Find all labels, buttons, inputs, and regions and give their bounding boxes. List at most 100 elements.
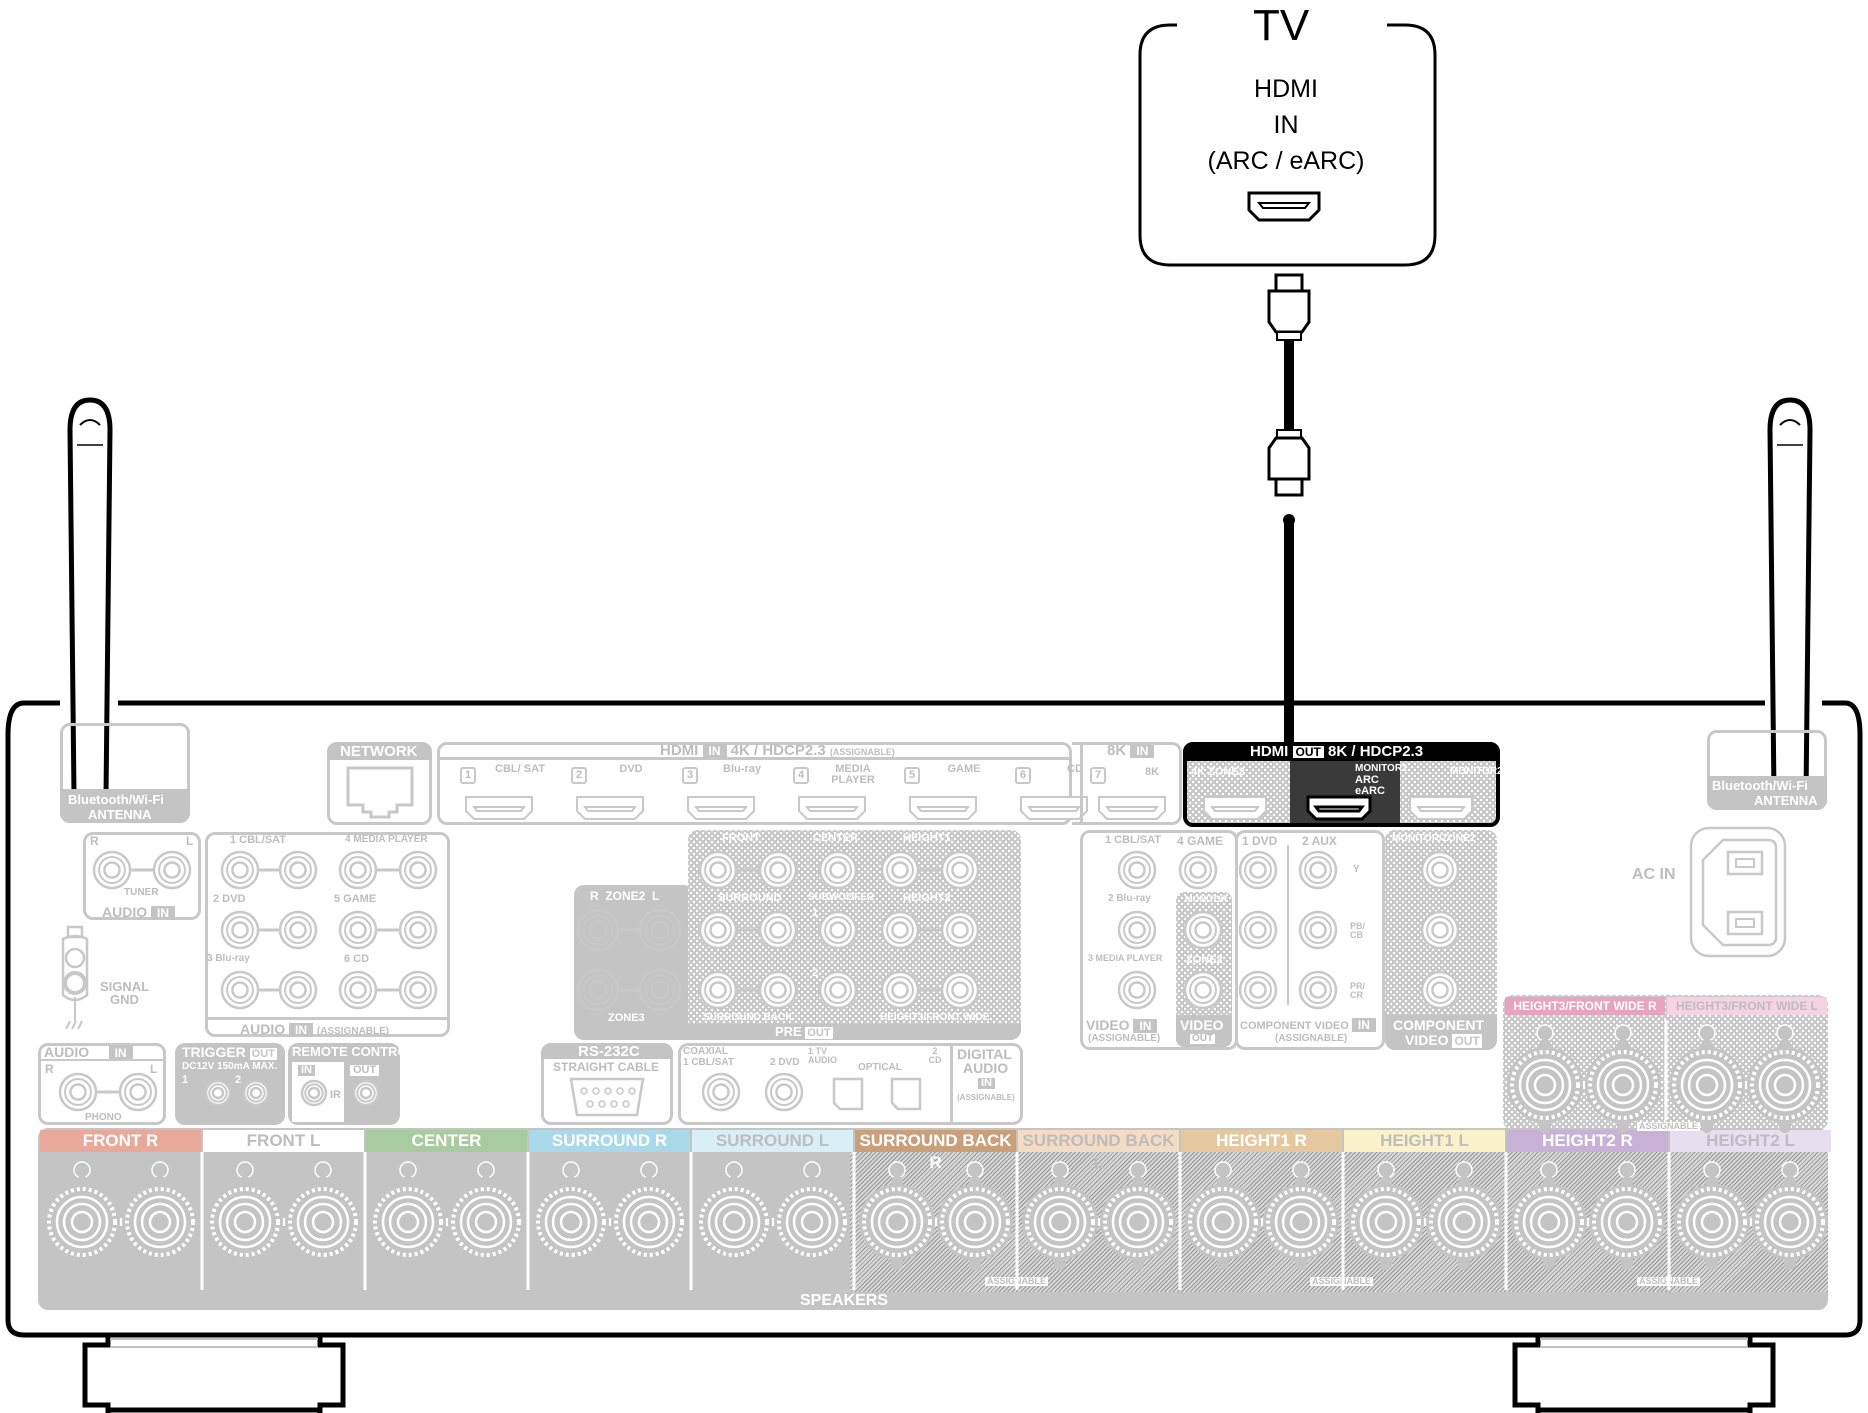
digital-coax-2: 2 DVD [770,1057,800,1068]
component-y: Y [1353,864,1360,875]
hdmi-out-ports[interactable] [1200,795,1490,825]
speaker-label-surround-l: SURROUND L [692,1130,853,1152]
component-in-panel [1235,830,1385,1050]
remote-in: IN [298,1065,315,1076]
component-pb: PB/ CB [1350,921,1366,940]
speaker-label-height2-r: HEIGHT2 R [1507,1130,1668,1152]
audio-in-2: 2 DVD [213,893,246,905]
video-out-tag: OUT [1190,1033,1216,1044]
hdmi-in-port[interactable] [906,795,986,825]
video-in-3: 3 MEDIA PLAYER [1088,953,1163,963]
hdmi-in-port-name: Blu-ray [723,763,761,775]
tuner-audio-in-panel [83,832,201,920]
tv-outline [1138,23,1437,267]
digital-tag: IN [978,1078,995,1089]
video-out-zone2: ZONE2 [1186,954,1223,966]
remote-ir: IR [330,1089,341,1101]
pre-out-surround: SURROUND [718,892,782,904]
tv-port-line-1: HDMI [1254,75,1318,103]
hdmi-in-header: HDMI IN 4K / HDCP2.3 (ASSIGNABLE) [660,742,895,759]
receiver-chassis [5,700,1863,1413]
speaker-label-front-l: FRONT L [203,1130,364,1152]
hdmi-in-port[interactable] [462,795,542,825]
hdmi-in-port-num: 5 [904,767,921,784]
hdmi-8k-port[interactable] [1095,795,1175,825]
video-in-2: 2 Blu-ray [1108,893,1151,904]
hdmi-in-port[interactable] [795,795,875,825]
tuner-r: R [90,834,99,848]
speaker-label-height3-l: HEIGHT3/FRONT WIDE L [1667,997,1827,1015]
phono-header: AUDIO IN [44,1045,133,1060]
pre-out-surround-back: SURROUND BACK [703,1012,793,1023]
hdmi-in-port-name: CBL/ SAT [495,763,545,775]
speaker-label-front-r: FRONT R [40,1130,201,1152]
hdmi-in-port-name: MEDIA PLAYER [831,763,875,786]
audio-in-1: 1 CBL/SAT [230,834,287,846]
hdmi-in-port-name: DVD [619,763,643,775]
pre-out-height2: HEIGHT2 [903,892,951,904]
component-in-footer: COMPONENT VIDEO IN [1240,1018,1376,1032]
phono-l: L [150,1062,158,1076]
signal-gnd-label-1: SIGNAL [100,979,150,994]
component-in-note: (ASSIGNABLE) [1275,1033,1348,1044]
audio-in-4: 4 MEDIA PLAYER [345,834,428,845]
trigger-header: TRIGGER OUT [182,1044,277,1060]
hdmi-in-port-num: 4 [793,767,810,784]
trigger-spec: DC12V 150mA MAX. [182,1061,278,1072]
component-out-header: MONITOR/ZONE2 [1392,833,1476,844]
speaker-label-height1-r: HEIGHT1 R [1181,1130,1342,1152]
audio-in-assignable-panel [205,832,450,1037]
hdmi-in-port-num: 3 [682,767,699,784]
antenna-left [67,397,113,796]
signal-gnd-label-2: GND [110,992,139,1007]
speaker-label-surround-back-l: SURROUND BACK L [1018,1130,1179,1172]
component-pr: PR/ CR [1350,981,1366,1000]
tuner-name: TUNER [124,887,159,898]
audio-in-footer: AUDIO IN (ASSIGNABLE) [240,1021,390,1037]
antenna-right-label-2: ANTENNA [1754,793,1818,808]
speaker-label-surround-back-r: SURROUND BACK R [855,1130,1016,1172]
optical-ports[interactable] [830,1075,930,1115]
pre-out-front: FRONT [722,832,760,844]
zone2-label: R ZONE2 L [590,889,660,903]
digital-optical: OPTICAL [858,1062,902,1073]
hdmi-in-port[interactable] [684,795,764,825]
pre-out-panel [688,830,1021,1035]
component-in-1: 1 DVD [1242,834,1278,848]
ac-inlet-icon[interactable] [1688,825,1788,960]
audio-in-5: 5 GAME [334,893,377,905]
component-out-footer-1: COMPONENT [1393,1017,1484,1033]
ethernet-jack-icon [346,766,414,819]
digital-header-1: DIGITAL [957,1046,1012,1062]
pre-out-footer: PRE OUT [775,1024,833,1039]
hdmi-8k-header: 8K IN [1107,743,1155,758]
hdmi-cable-icon[interactable] [1255,270,1335,830]
video-out-footer: VIDEO [1180,1017,1224,1033]
signal-gnd-terminal[interactable] [55,925,95,1035]
pre-out-center: CENTER [813,832,859,844]
speaker-label-center: CENTER [366,1130,527,1152]
hdmi-in-panel [437,742,1072,825]
assignable-tag-1: ASSIGNABLE [985,1276,1049,1286]
video-in-4: 4 GAME [1177,834,1224,848]
video-in-note: (ASSIGNABLE) [1088,1033,1161,1044]
hdmi-out-monitor2-label: MONITOR2 [1450,766,1503,777]
hdmi-in-port-num: 2 [571,767,588,784]
video-in-1: 1 CBL/SAT [1105,834,1162,846]
digital-header-2: AUDIO [963,1060,1009,1076]
hdmi-in-port-num: 6 [1015,767,1032,784]
pre-out-height3: HEIGHT3/FRONT WIDE [880,1012,990,1023]
digital-opt-1: 1 TV AUDIO [808,1046,837,1065]
hdmi-in-port[interactable] [1017,795,1097,825]
hdmi-out-arc-label: ARC [1355,774,1379,786]
hdmi-8k-port-name: 8K [1145,766,1160,778]
hdmi-in-port[interactable] [573,795,653,825]
db9-connector-icon [569,1077,645,1117]
assignable-tag-3: ASSIGNABLE [1637,1276,1701,1286]
hdmi-out-earc-label: eARC [1355,785,1385,797]
hdmi-out-zone2-label: 4K ZONE2 [1191,766,1245,778]
network-label: NETWORK [340,743,418,760]
speaker-label-height3-r: HEIGHT3/FRONT WIDE R [1505,997,1665,1015]
antenna-right [1767,397,1813,796]
speaker-label-surround-r: SURROUND R [529,1130,690,1152]
